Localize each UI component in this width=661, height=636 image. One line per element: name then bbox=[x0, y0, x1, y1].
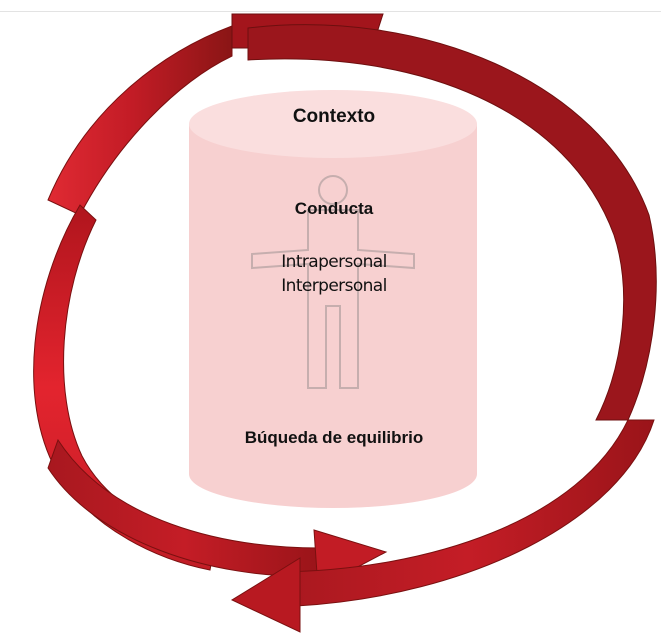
bottom-arrow-band bbox=[279, 419, 655, 607]
cycle-arrow-front bbox=[33, 204, 655, 633]
person-outline-icon bbox=[251, 175, 415, 389]
top-divider bbox=[0, 11, 661, 12]
intrapersonal-label: Intrapersonal bbox=[281, 252, 387, 272]
cylinder-body bbox=[189, 124, 477, 508]
conduct-label: Conducta bbox=[294, 199, 374, 218]
bottom-arrowhead-icon bbox=[230, 557, 301, 633]
cycle-arrow-back bbox=[47, 13, 657, 421]
cylinder-top bbox=[189, 90, 477, 158]
balance-label: Búqueda de equilibrio bbox=[244, 428, 424, 447]
context-cylinder bbox=[189, 90, 477, 508]
interpersonal-label: Interpersonal bbox=[281, 276, 387, 296]
context-label: Contexto bbox=[292, 106, 376, 127]
